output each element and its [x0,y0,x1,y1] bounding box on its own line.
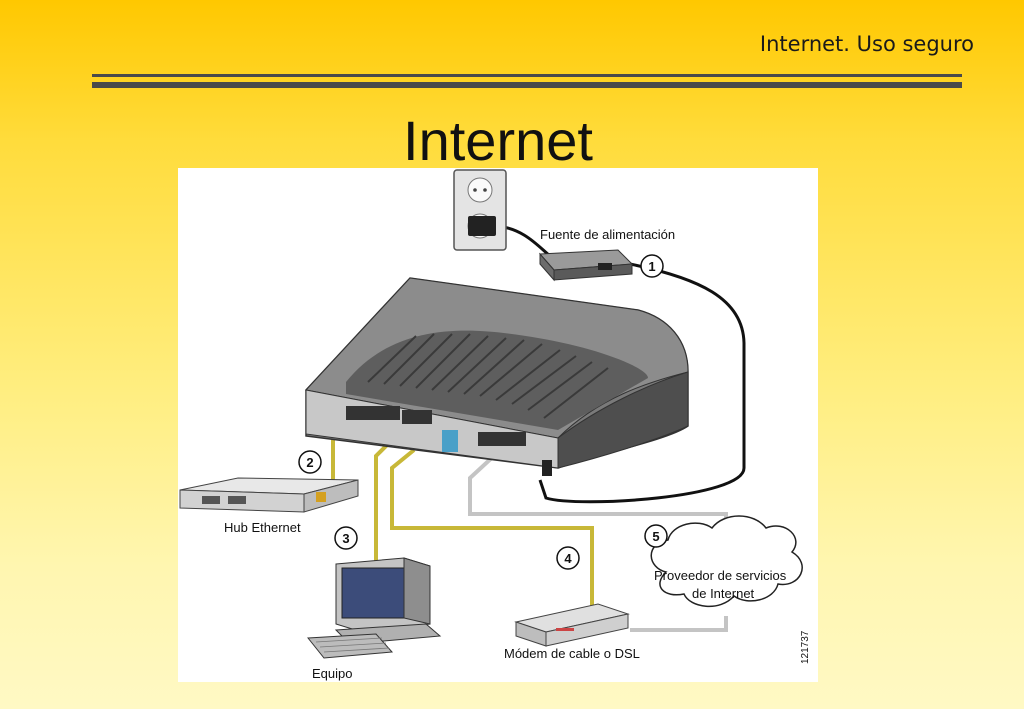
modem [514,603,630,647]
computer [307,557,442,659]
hub-label: Hub Ethernet [224,520,301,535]
callout-2-number: 2 [306,455,313,470]
callout-3-number: 3 [342,531,349,546]
power-supply-label: Fuente de alimentación [540,227,675,242]
callout-1: 1 [640,254,664,278]
callout-1-number: 1 [648,259,655,274]
wall-outlet [453,169,507,251]
slide-title: Internet [403,109,593,172]
isp-label-line1: Proveedor de servicios [654,568,787,583]
callout-4-number: 4 [564,551,572,566]
header-title: Internet. Uso seguro [759,32,974,56]
callout-4: 4 [556,546,580,570]
header-rule-thin [92,74,962,77]
callout-3: 3 [334,526,358,550]
diagram-canvas: Fuente de alimentación [179,169,811,681]
modem-label: Módem de cable o DSL [504,646,640,661]
isp-cloud [650,515,803,608]
power-supply [538,249,634,282]
isp-label-line2: de Internet [692,586,755,601]
header-rule-thick [92,82,962,88]
cable-isp-modem [630,616,728,632]
cable-modem [390,448,594,606]
callout-5-number: 5 [652,529,659,544]
power-cable-router [538,262,746,504]
ethernet-hub [179,477,359,513]
figure-id: 121737 [800,630,811,664]
callout-2: 2 [298,450,322,474]
computer-label: Equipo [312,666,352,681]
router [305,277,689,476]
callout-5: 5 [644,524,668,548]
network-diagram: Fuente de alimentación [178,168,818,682]
